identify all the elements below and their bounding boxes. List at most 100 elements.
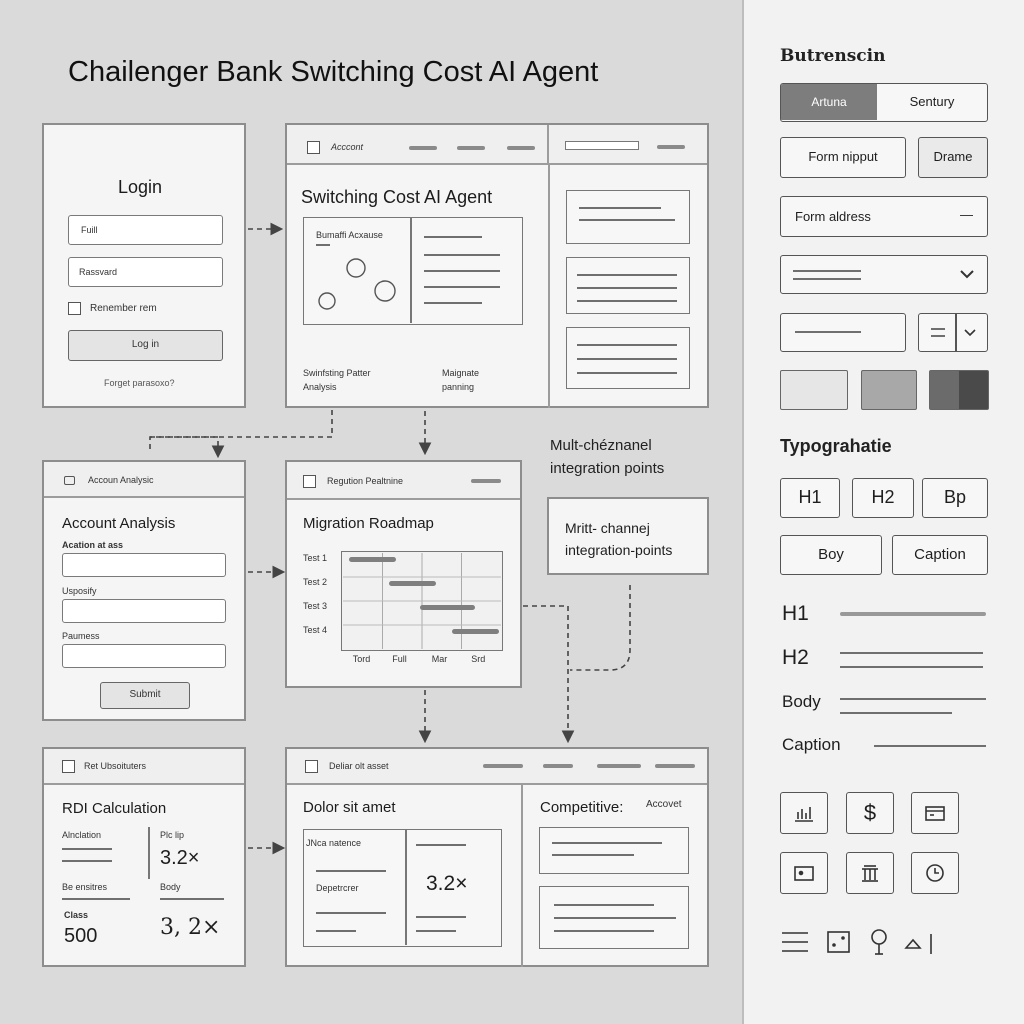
roi-row2-label2: Body: [160, 882, 181, 892]
dropdown-select[interactable]: [780, 255, 988, 294]
header-line: [543, 764, 573, 768]
account-field-2[interactable]: [62, 599, 226, 623]
password-input[interactable]: Rassvard: [68, 257, 223, 287]
side-line: [579, 219, 675, 221]
dolor-line: [316, 912, 386, 914]
gantt-bar[interactable]: [349, 557, 397, 562]
type-button[interactable]: H1: [780, 478, 840, 518]
color-swatch[interactable]: [929, 370, 989, 410]
drame-button[interactable]: Drame: [918, 137, 988, 178]
bar-chart-icon[interactable]: [780, 792, 828, 834]
dollar-icon[interactable]: $: [846, 792, 894, 834]
card-icon[interactable]: [911, 792, 959, 834]
header-checkbox[interactable]: [62, 760, 75, 773]
login-button[interactable]: Log in: [68, 330, 223, 361]
account-header-label: Accoun Analysic: [88, 475, 154, 485]
gantt-bar[interactable]: [451, 629, 500, 634]
competitive-line: [554, 917, 676, 919]
gantt-bar[interactable]: [420, 605, 476, 610]
buttons-heading: Butrenscin: [780, 46, 886, 66]
side-line: [577, 358, 677, 360]
type-button[interactable]: Boy: [780, 535, 882, 575]
side-header: [549, 125, 707, 165]
header-checkbox[interactable]: [307, 141, 320, 154]
account-field-3[interactable]: [62, 644, 226, 668]
gantt-gridlines: [343, 553, 501, 649]
wallet-icon[interactable]: [780, 852, 828, 894]
inner-line: [316, 244, 330, 246]
competitive-label: Accovet: [646, 799, 682, 810]
stepper-divider: [955, 314, 957, 351]
type-sample-label: H1: [782, 602, 809, 625]
header-checkbox[interactable]: [305, 760, 318, 773]
gantt-col-label: Srd: [471, 654, 486, 664]
account-title: Account Analysis: [62, 515, 176, 532]
dolor-inner-label1: JNca natence: [306, 838, 362, 848]
inner-line: [424, 254, 500, 256]
gantt-row-label: Test 3: [303, 601, 328, 611]
dolor-line: [416, 844, 466, 846]
dice-icon[interactable]: [826, 930, 852, 954]
roi-title: RDI Calculation: [62, 800, 167, 817]
stepper-control[interactable]: [918, 313, 988, 352]
gantt-bar[interactable]: [388, 581, 436, 586]
roi-line: [160, 898, 224, 900]
roi-col2-value: 3.2×: [160, 847, 200, 869]
roi-header-label: Ret Ubsoituters: [84, 761, 147, 771]
login-card: Login Fuill Rassvard Renember rem Log in…: [42, 123, 246, 408]
pin-icon[interactable]: [868, 928, 890, 956]
triangle-icon[interactable]: [904, 932, 934, 954]
color-swatch[interactable]: [861, 370, 917, 410]
roi-row3-value1: 500: [64, 925, 98, 947]
side-card: [566, 327, 690, 389]
dolor-header: Deliar olt asset: [287, 749, 707, 785]
side-line: [577, 372, 677, 374]
switching-title: Switching Cost AI Agent: [301, 187, 493, 207]
lock-icon: [64, 476, 75, 485]
form-address-input[interactable]: Form aldress —: [780, 196, 988, 237]
chevron-down-icon: [964, 329, 976, 337]
roi-col1-label: Alnclation: [62, 830, 102, 840]
forgot-password-link[interactable]: Forget parasoxo?: [104, 378, 175, 388]
component-panel: Butrenscin Artuna Sentury Form nipput Dr…: [742, 0, 1024, 1024]
segment-inactive[interactable]: Sentury: [909, 94, 955, 109]
gantt-row-label: Test 1: [303, 553, 328, 563]
header-line: [457, 146, 485, 150]
dolor-title: Dolor sit amet: [303, 799, 396, 816]
type-button[interactable]: H2: [852, 478, 914, 518]
bank-icon[interactable]: [846, 852, 894, 894]
wireframe-canvas: Chailenger Bank Switching Cost AI Agent …: [42, 56, 709, 967]
competitive-card: [539, 886, 689, 949]
text-input[interactable]: [780, 313, 906, 352]
type-sample-line: [874, 745, 986, 747]
inner-divider: [410, 218, 412, 323]
submit-button[interactable]: Submit: [100, 682, 190, 709]
field1-label: Acation at ass: [62, 540, 124, 550]
caption-right: Maignate panning: [442, 368, 480, 392]
roi-row3-value2: 3, 2×: [160, 915, 221, 940]
clock-icon[interactable]: [911, 852, 959, 894]
form-input-button[interactable]: Form nipput: [780, 137, 906, 178]
dolor-header-label: Deliar olt asset: [329, 761, 389, 771]
account-field-1[interactable]: [62, 553, 226, 577]
multichannel-box: Mritt- channej integration-points: [547, 497, 709, 575]
header-checkbox[interactable]: [303, 475, 316, 488]
competitive-title: Competitive:: [540, 799, 624, 816]
side-card: [566, 190, 690, 244]
type-button[interactable]: Caption: [892, 535, 988, 575]
full-name-input[interactable]: Fuill: [68, 215, 223, 245]
migration-header-label: Regution Pealtnine: [327, 476, 404, 486]
dolor-inner-value: 3.2×: [426, 872, 468, 895]
menu-icon[interactable]: [780, 930, 810, 954]
dolor-card: Deliar olt asset Dolor sit amet JNca nat…: [285, 747, 709, 967]
inner-line: [424, 236, 482, 238]
type-sample-line: [840, 612, 986, 616]
segment-active[interactable]: Artuna: [781, 84, 877, 120]
header-line: [483, 764, 523, 768]
gantt-row-label: Test 2: [303, 577, 328, 587]
type-button[interactable]: Bp: [922, 478, 988, 518]
roi-line: [62, 860, 112, 862]
type-sample-line: [840, 652, 983, 654]
remember-checkbox[interactable]: [68, 302, 81, 315]
color-swatch[interactable]: [780, 370, 848, 410]
